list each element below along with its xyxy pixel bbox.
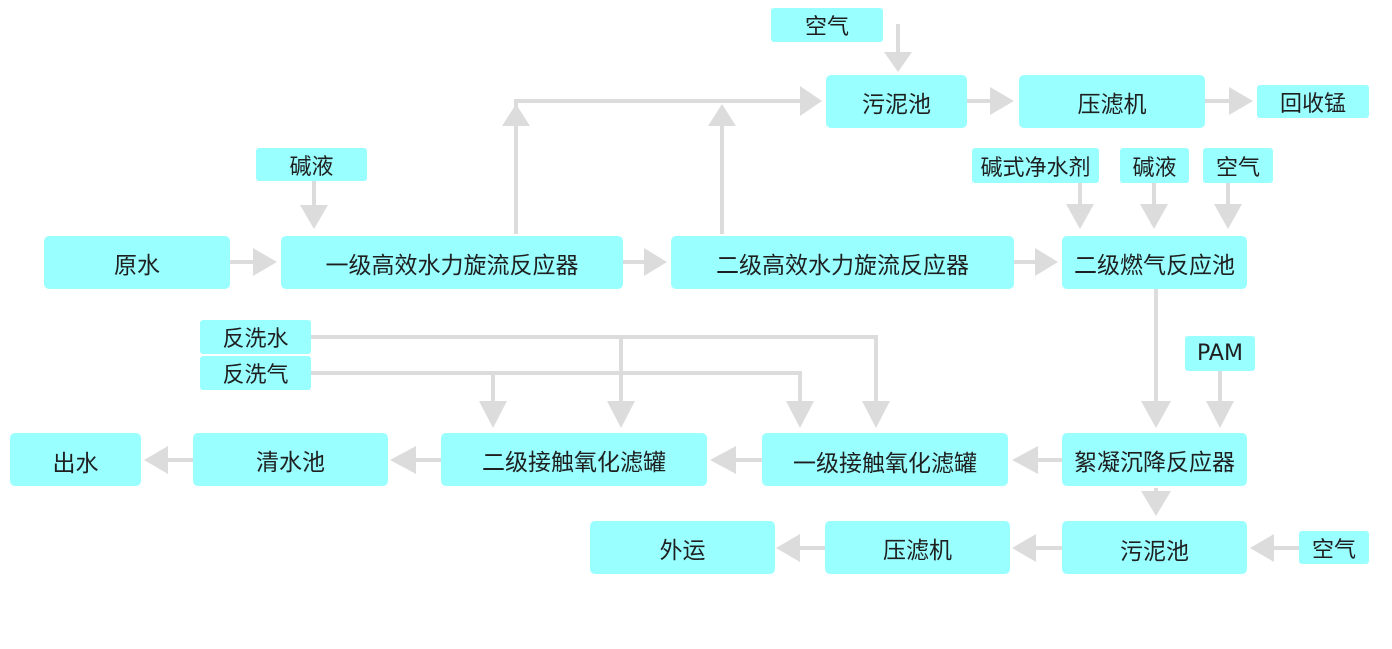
node-outbound: 外运 — [590, 521, 775, 574]
arrowhead-left — [1250, 534, 1274, 562]
node-air-bottom: 空气 — [1299, 531, 1369, 564]
arrowhead-right — [1035, 248, 1058, 276]
node-filter1: 一级接触氧化滤罐 — [762, 433, 1008, 486]
node-reactor2: 二级高效水力旋流反应器 — [671, 236, 1014, 289]
connector-reactor1-to-sludge — [514, 99, 806, 234]
arrowhead-left — [1012, 446, 1038, 474]
node-flocculation: 絮凝沉降反应器 — [1062, 433, 1247, 486]
node-basic-purifier: 碱式净水剂 — [972, 148, 1099, 183]
arrowhead-down — [1206, 401, 1234, 428]
node-raw-water: 原水 — [44, 236, 230, 289]
arrowhead-down — [1140, 204, 1168, 229]
node-alkali-left: 碱液 — [256, 148, 367, 181]
arrowhead-left — [776, 534, 800, 562]
arrowhead-left — [1012, 534, 1036, 562]
node-gas-reaction-tank: 二级燃气反应池 — [1062, 236, 1247, 289]
arrowhead-down — [1214, 204, 1242, 229]
node-clear-tank: 清水池 — [193, 433, 388, 486]
arrowhead-down — [1066, 204, 1094, 229]
node-filter-press-bottom: 压滤机 — [825, 521, 1010, 574]
arrowhead-down — [786, 401, 814, 428]
node-sludge-tank-top: 污泥池 — [826, 75, 967, 128]
node-alkali-right: 碱液 — [1120, 148, 1189, 183]
arrowhead-down — [1141, 401, 1171, 428]
node-filter-press-top: 压滤机 — [1019, 75, 1205, 128]
node-air-right: 空气 — [1203, 148, 1273, 183]
node-sludge-tank-bottom: 污泥池 — [1062, 521, 1247, 574]
arrowhead-right — [990, 87, 1014, 115]
arrowhead-right — [644, 248, 667, 276]
arrowhead-down — [884, 52, 912, 72]
node-recover-mn: 回收锰 — [1257, 85, 1369, 118]
arrowhead-left — [144, 446, 168, 474]
arrowhead-right — [1229, 87, 1253, 115]
node-reactor1: 一级高效水力旋流反应器 — [281, 236, 623, 289]
arrowhead-down — [479, 401, 507, 428]
arrowhead-down — [1141, 491, 1171, 516]
arrowhead-right — [800, 86, 822, 116]
arrowhead-up — [502, 104, 530, 126]
arrowhead-right — [253, 248, 277, 276]
node-backwash-air: 反洗气 — [200, 356, 311, 390]
arrowhead-down — [300, 205, 328, 229]
arrowhead-left — [390, 446, 416, 474]
node-backwash-water: 反洗水 — [200, 320, 311, 354]
connector-backwash-water — [311, 335, 878, 404]
connector-backwash-air — [311, 371, 802, 404]
node-filter2: 二级接触氧化滤罐 — [441, 433, 707, 486]
node-effluent: 出水 — [10, 433, 141, 486]
arrowhead-down — [607, 401, 635, 428]
arrowhead-up — [708, 104, 736, 126]
arrowhead-left — [710, 446, 736, 474]
node-pam: PAM — [1185, 336, 1255, 371]
arrowhead-down — [862, 401, 890, 428]
node-air-top: 空气 — [771, 8, 883, 42]
